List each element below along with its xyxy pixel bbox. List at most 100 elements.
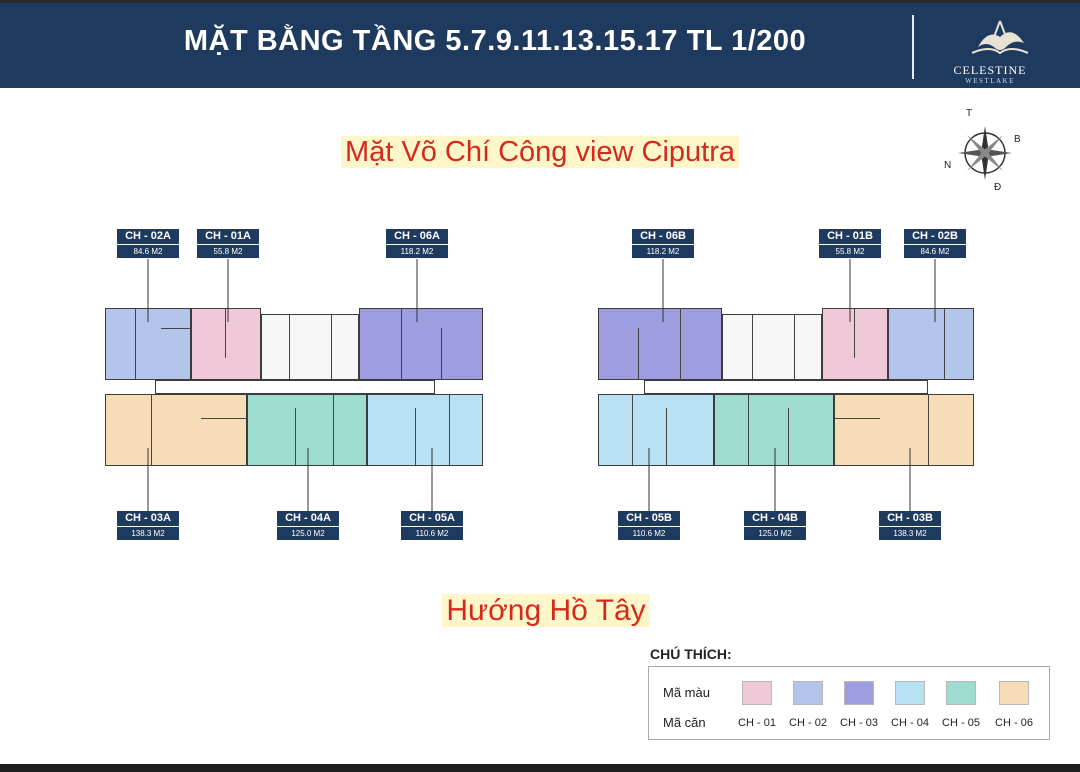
legend-code-ch02: CH - 02 bbox=[789, 717, 827, 729]
header-bar: MẶT BẰNG TẦNG 5.7.9.11.13.15.17 TL 1/200… bbox=[0, 0, 1080, 88]
unit-code: CH - 04B bbox=[744, 511, 806, 527]
unit-area: 110.6 M2 bbox=[632, 529, 666, 538]
wall bbox=[854, 308, 855, 358]
unit-area: 84.6 M2 bbox=[920, 247, 950, 256]
core-zone bbox=[261, 314, 359, 380]
wall bbox=[944, 308, 945, 380]
wall bbox=[788, 408, 789, 466]
unit-area: 55.8 M2 bbox=[213, 247, 243, 256]
unit-ch04a-zone bbox=[247, 394, 367, 466]
wall bbox=[666, 408, 667, 466]
unit-label-ch05a: CH - 05A 110.6 M2 bbox=[401, 511, 463, 540]
unit-code: CH - 03A bbox=[117, 511, 179, 527]
wall bbox=[748, 394, 749, 466]
legend-code-ch06: CH - 06 bbox=[995, 717, 1033, 729]
unit-label-ch01b: CH - 01B 55.8 M2 bbox=[819, 229, 881, 258]
wall bbox=[161, 328, 191, 329]
legend-code-ch01: CH - 01 bbox=[738, 717, 776, 729]
unit-label-ch03b: CH - 03B 138.3 M2 bbox=[879, 511, 941, 540]
logo-emblem-icon bbox=[971, 20, 1029, 55]
unit-ch01b-zone bbox=[822, 308, 888, 380]
legend-code-row-label: Mã căn bbox=[663, 715, 706, 730]
unit-ch06a-zone bbox=[359, 308, 483, 380]
legend-box: Mã màu Mã căn CH - 01 CH - 02 CH - 03 CH… bbox=[648, 666, 1050, 740]
wall bbox=[151, 394, 152, 466]
wall bbox=[680, 308, 681, 380]
unit-code: CH - 05A bbox=[401, 511, 463, 527]
legend-swatch-ch06 bbox=[999, 681, 1029, 705]
top-view-label: Mặt Võ Chí Công view Ciputra bbox=[0, 136, 1080, 169]
core-zone bbox=[722, 314, 822, 380]
unit-area: 110.6 M2 bbox=[415, 529, 449, 538]
unit-area: 118.2 M2 bbox=[400, 247, 434, 256]
bottom-view-label: Hướng Hồ Tây bbox=[0, 594, 1080, 628]
wall bbox=[928, 394, 929, 466]
unit-label-ch05b: CH - 05B 110.6 M2 bbox=[618, 511, 680, 540]
unit-area: 125.0 M2 bbox=[291, 529, 325, 538]
wall bbox=[201, 418, 247, 419]
unit-ch06b-zone bbox=[598, 308, 722, 380]
top-view-text: Mặt Võ Chí Công view Ciputra bbox=[340, 136, 740, 168]
legend-color-row-label: Mã màu bbox=[663, 685, 710, 700]
floor-plan-left bbox=[105, 308, 483, 466]
wall bbox=[135, 308, 136, 380]
header-divider bbox=[912, 15, 914, 79]
unit-code: CH - 02B bbox=[904, 229, 966, 245]
unit-label-ch04b: CH - 04B 125.0 M2 bbox=[744, 511, 806, 540]
unit-code: CH - 01B bbox=[819, 229, 881, 245]
compass-label-top: T bbox=[966, 108, 973, 119]
legend-swatch-ch02 bbox=[793, 681, 823, 705]
logo-name: CELESTINE bbox=[953, 63, 1027, 77]
unit-ch01a-zone bbox=[191, 308, 261, 380]
unit-area: 84.6 M2 bbox=[133, 247, 163, 256]
legend-swatch-ch05 bbox=[946, 681, 976, 705]
unit-area: 118.2 M2 bbox=[646, 247, 680, 256]
bottom-view-text: Hướng Hồ Tây bbox=[442, 594, 650, 627]
unit-area: 55.8 M2 bbox=[835, 247, 865, 256]
unit-ch03b-zone bbox=[834, 394, 974, 466]
unit-label-ch06a: CH - 06A 118.2 M2 bbox=[386, 229, 448, 258]
unit-ch03a-zone bbox=[105, 394, 247, 466]
legend-code-ch05: CH - 05 bbox=[942, 717, 980, 729]
unit-area: 125.0 M2 bbox=[758, 529, 792, 538]
compass-label-left: N bbox=[944, 160, 952, 171]
unit-ch05b-zone bbox=[598, 394, 714, 466]
unit-code: CH - 05B bbox=[618, 511, 680, 527]
legend-swatch-ch04 bbox=[895, 681, 925, 705]
wall bbox=[449, 394, 450, 466]
wall bbox=[289, 314, 290, 380]
page-title: MẶT BẰNG TẦNG 5.7.9.11.13.15.17 TL 1/200 bbox=[183, 25, 807, 57]
corridor bbox=[644, 380, 928, 394]
unit-ch02b-zone bbox=[888, 308, 974, 380]
wall bbox=[331, 314, 332, 380]
wall bbox=[441, 328, 442, 380]
legend-swatch-ch01 bbox=[742, 681, 772, 705]
legend-code-ch04: CH - 04 bbox=[891, 717, 929, 729]
wall bbox=[834, 418, 880, 419]
wall bbox=[401, 308, 402, 380]
wall bbox=[632, 394, 633, 466]
wall bbox=[794, 314, 795, 380]
wall bbox=[225, 308, 226, 358]
wall bbox=[295, 408, 296, 466]
unit-label-ch03a: CH - 03A 138.3 M2 bbox=[117, 511, 179, 540]
corridor bbox=[155, 380, 435, 394]
floor-plan-right bbox=[598, 308, 974, 466]
unit-label-ch02b: CH - 02B 84.6 M2 bbox=[904, 229, 966, 258]
legend-code-ch03: CH - 03 bbox=[840, 717, 878, 729]
compass-label-right: B bbox=[1014, 134, 1021, 145]
compass-label-bottom: Đ bbox=[994, 182, 1002, 193]
wall bbox=[752, 314, 753, 380]
unit-ch04b-zone bbox=[714, 394, 834, 466]
unit-code: CH - 06A bbox=[386, 229, 448, 245]
legend-title: CHÚ THÍCH: bbox=[650, 646, 732, 662]
unit-area: 138.3 M2 bbox=[893, 529, 927, 538]
unit-area: 138.3 M2 bbox=[131, 529, 165, 538]
logo-subtitle: WESTLAKE bbox=[965, 77, 1015, 85]
unit-code: CH - 03B bbox=[879, 511, 941, 527]
